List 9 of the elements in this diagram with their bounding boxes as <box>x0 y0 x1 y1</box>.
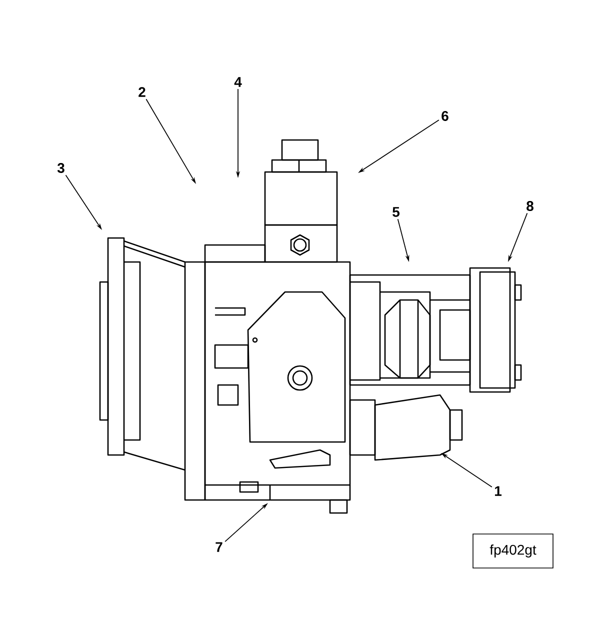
callout-number: 7 <box>216 542 222 552</box>
callout-number: 6 <box>442 111 448 121</box>
callout-number: 3 <box>57 163 64 173</box>
callout-number: 2 <box>138 87 146 97</box>
callout-number: 5 <box>392 207 400 217</box>
callout-number: 8 <box>526 201 534 211</box>
callout-number: 4 <box>234 77 242 87</box>
figure-id-box: fp402gt <box>472 534 554 568</box>
callout-number: 1 <box>495 486 502 496</box>
